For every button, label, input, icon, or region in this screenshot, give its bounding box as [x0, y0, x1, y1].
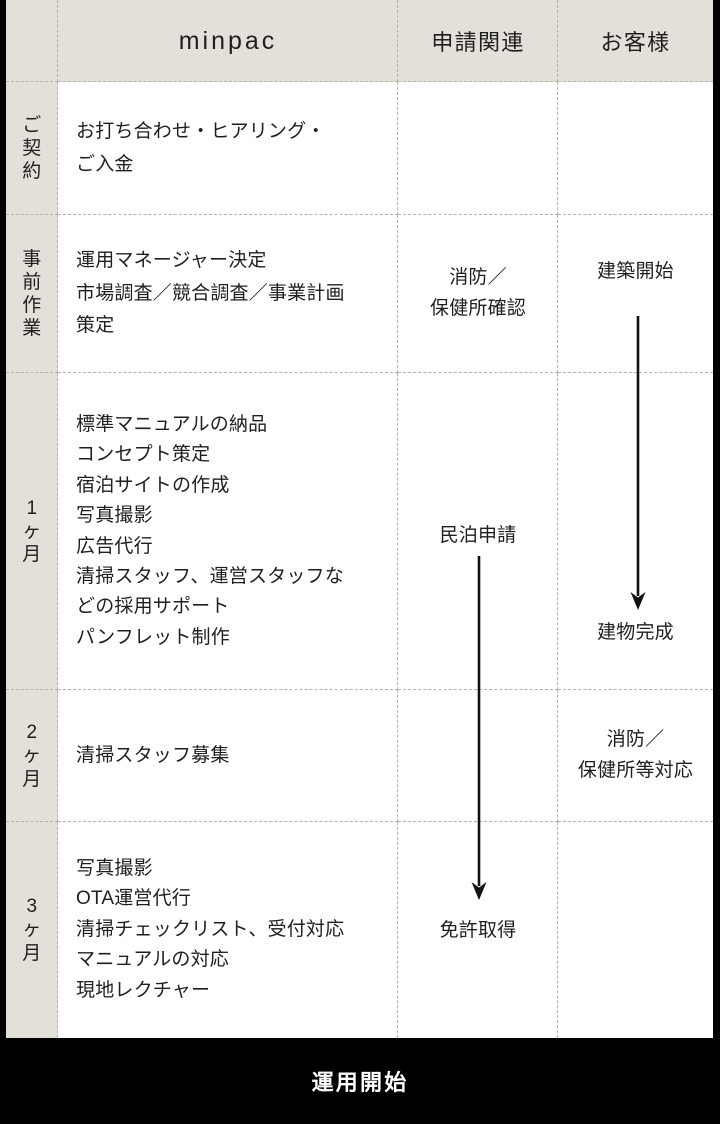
note-line: 免許取得 [439, 920, 517, 941]
permits-contract [398, 82, 558, 215]
header-customer: お客様 [558, 0, 713, 82]
building-complete-label: 建物完成 [558, 618, 713, 649]
stage-line: 契 [22, 137, 42, 159]
stage-line: 約 [22, 161, 42, 183]
customer-month2: 消防／ 保健所等対応 [558, 690, 713, 822]
task-line: 清掃スタッフ募集 [76, 744, 230, 766]
permits-month1: 民泊申請 [398, 373, 558, 690]
minpac-tasks-month2: 清掃スタッフ募集 [58, 690, 398, 822]
frame-edge-right [713, 0, 720, 1038]
permits-month2 [398, 690, 558, 822]
stage-line: 3 [26, 896, 38, 918]
header-permits: 申請関連 [398, 0, 558, 82]
task-line: 策定 [76, 315, 115, 337]
task-line: パンフレット制作 [76, 626, 230, 648]
schedule-grid: minpac 申請関連 お客様 ご 契 約 お打ち合わせ・ヒアリング・ ご入金 [6, 0, 713, 1038]
minpac-tasks-month3: 写真撮影 OTA運営代行 清掃チェックリスト、受付対応 マニュアルの対応 現地レ… [58, 822, 398, 1038]
stage-line: 月 [22, 544, 42, 566]
minpac-tasks-month1: 標準マニュアルの納品 コンセプト策定 宿泊サイトの作成 写真撮影 広告代行 清掃… [58, 373, 398, 690]
footer-banner: 運用開始 [0, 1038, 720, 1124]
task-line: OTA運営代行 [76, 888, 191, 910]
stage-line: 業 [22, 318, 42, 340]
task-line: どの採用サポート [76, 596, 230, 618]
license-obtained-label: 免許取得 [398, 916, 558, 947]
task-line: お打ち合わせ・ヒアリング・ [76, 120, 326, 142]
note-line: 民泊申請 [439, 525, 517, 546]
note-line: 建物完成 [597, 622, 674, 643]
note-line: 消防／ [606, 729, 665, 751]
customer-prep: 建築開始 [558, 215, 713, 373]
task-line: コンセプト策定 [76, 444, 211, 466]
task-line: 写真撮影 [76, 505, 153, 527]
note-line: 建築開始 [597, 261, 674, 282]
task-line: 清掃スタッフ、運営スタッフな [76, 565, 344, 587]
permits-prep: 消防／ 保健所確認 [398, 215, 558, 373]
brand-label: minpac [178, 26, 278, 55]
minpac-tasks-contract: お打ち合わせ・ヒアリング・ ご入金 [58, 82, 398, 215]
task-line: マニュアルの対応 [76, 949, 229, 971]
stage-line: ヶ [22, 919, 42, 941]
stage-line: 1 [26, 497, 38, 519]
note-line: 保健所確認 [430, 298, 526, 319]
stage-line: 月 [22, 942, 42, 964]
footer-label: 運用開始 [311, 1070, 409, 1095]
task-line: 写真撮影 [76, 858, 153, 880]
frame-edge-left [0, 0, 6, 1038]
header-stage-column [6, 0, 58, 82]
task-line: 広告代行 [76, 535, 153, 557]
schedule-table: minpac 申請関連 お客様 ご 契 約 お打ち合わせ・ヒアリング・ ご入金 [6, 0, 713, 1038]
stage-line: 前 [22, 271, 42, 293]
permit-apply-label: 民泊申請 [398, 521, 558, 552]
customer-contract [558, 82, 713, 215]
header-minpac: minpac [58, 0, 398, 82]
header-permits-label: 申請関連 [431, 30, 525, 55]
header-customer-label: お客様 [600, 30, 671, 55]
stage-line: 2 [26, 722, 38, 744]
stage-line: ご [22, 114, 42, 136]
stage-line: ヶ [22, 745, 42, 767]
task-line: 標準マニュアルの納品 [76, 413, 268, 435]
task-line: 運用マネージャー決定 [76, 249, 267, 271]
stage-label-month2: 2 ヶ 月 [6, 690, 58, 822]
stage-line: 月 [22, 768, 42, 790]
permits-month3: 免許取得 [398, 822, 558, 1038]
stage-label-contract: ご 契 約 [6, 82, 58, 215]
stage-label-month3: 3 ヶ 月 [6, 822, 58, 1038]
minpac-tasks-prep: 運用マネージャー決定 市場調査／競合調査／事業計画 策定 [58, 215, 398, 373]
task-line: 現地レクチャー [76, 979, 211, 1001]
stage-line: ヶ [22, 520, 42, 542]
stage-line: 作 [22, 295, 42, 316]
note-line: 保健所等対応 [577, 760, 694, 781]
customer-month1: 建物完成 [558, 373, 713, 690]
stage-line: 事 [22, 248, 42, 270]
task-line: 市場調査／競合調査／事業計画 [76, 282, 345, 304]
customer-month3 [558, 822, 713, 1038]
task-line: 宿泊サイトの作成 [76, 474, 230, 496]
task-line: 清掃チェックリスト、受付対応 [76, 918, 345, 940]
stage-label-month1: 1 ヶ 月 [6, 373, 58, 690]
stage-label-prep: 事 前 作 業 [6, 215, 58, 373]
task-line: ご入金 [76, 153, 134, 175]
note-line: 消防／ [449, 267, 507, 289]
